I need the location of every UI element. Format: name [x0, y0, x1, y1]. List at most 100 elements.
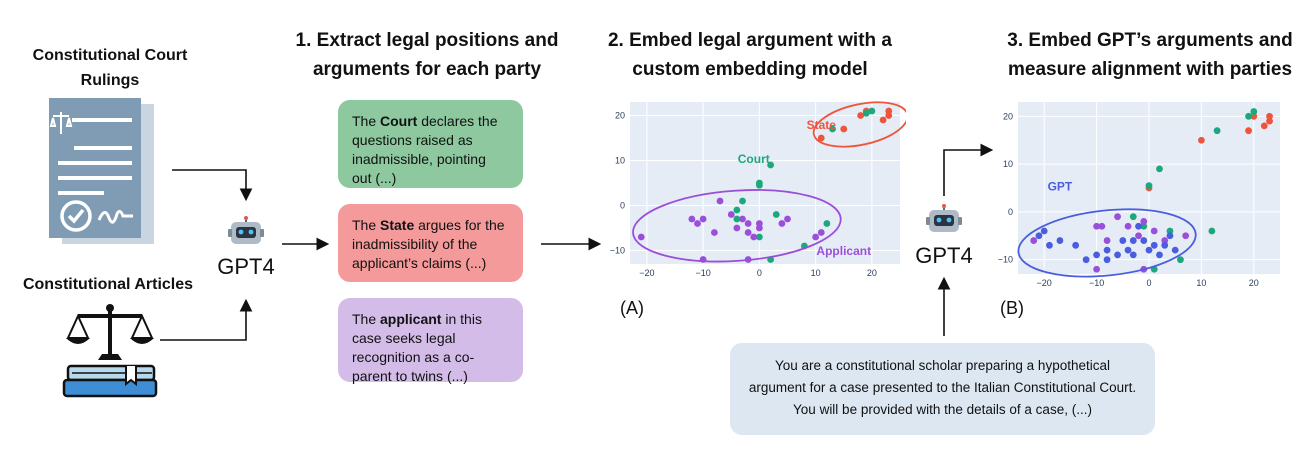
annotation-court: Court	[738, 152, 770, 166]
point-applicant	[739, 215, 746, 223]
point-gpt	[1129, 251, 1137, 259]
x-tick-label: −10	[695, 268, 710, 276]
robot-icon	[926, 204, 962, 232]
step1-heading: 1. Extract legal positions and arguments…	[295, 30, 559, 80]
y-tick-label: 0	[620, 201, 625, 211]
card-party: State	[380, 217, 415, 233]
point-applicant	[744, 220, 752, 227]
point-gpt	[1161, 241, 1169, 249]
point-state	[817, 134, 825, 142]
point-court	[772, 211, 780, 218]
point-gpt	[1103, 256, 1111, 264]
x-tick-label: 10	[811, 268, 821, 276]
point-state	[1266, 117, 1273, 125]
y-tick-label: −10	[610, 246, 625, 256]
point-applicant	[637, 233, 645, 241]
point-gpt	[1093, 251, 1100, 259]
step3-heading: 3. Embed GPT’s arguments and measure ali…	[1007, 30, 1293, 80]
point-applicant	[778, 220, 786, 227]
point-applicant	[1093, 265, 1100, 273]
y-tick-label: 10	[1003, 159, 1013, 169]
point-applicant	[1098, 222, 1106, 230]
point-applicant	[744, 229, 752, 236]
point-gpt	[1140, 237, 1148, 244]
card-prefix: The	[352, 113, 381, 129]
point-gpt	[1056, 237, 1064, 244]
card-text: in this case seeks legal recognition as …	[352, 311, 482, 384]
panel-a-tag: (A)	[620, 298, 644, 318]
card-text: argues for the inadmissibility of the ap…	[352, 217, 505, 271]
point-state	[1250, 112, 1258, 120]
annotation-state: State	[807, 118, 837, 132]
y-tick-label: −10	[998, 255, 1013, 265]
point-applicant	[1124, 222, 1132, 230]
y-tick-label: 0	[1008, 207, 1013, 217]
point-gpt	[1129, 237, 1137, 244]
point-court	[1145, 182, 1153, 190]
point-court	[1140, 222, 1148, 230]
point-gpt	[1150, 241, 1158, 249]
gpt4-label-left: GPT4	[217, 254, 275, 279]
point-court	[1245, 112, 1252, 120]
point-court	[1129, 213, 1137, 221]
point-gpt	[1171, 246, 1179, 254]
y-tick-label: 20	[615, 111, 625, 121]
point-court	[1213, 127, 1221, 135]
point-applicant	[710, 229, 718, 236]
point-court	[829, 125, 836, 133]
point-applicant	[755, 220, 763, 227]
state-position-card: The State argues for the inadmissibility…	[338, 204, 523, 282]
point-applicant	[1161, 237, 1169, 244]
point-gpt	[1145, 246, 1153, 254]
point-court	[1208, 227, 1216, 235]
x-tick-label: 20	[1249, 278, 1259, 288]
point-court	[1250, 108, 1258, 115]
point-court	[1166, 227, 1174, 235]
state-cluster-ellipse	[812, 101, 906, 148]
point-state	[879, 116, 887, 124]
card-prefix: The	[352, 311, 381, 327]
point-applicant	[1135, 232, 1142, 240]
point-applicant	[817, 229, 825, 236]
point-court	[862, 109, 870, 117]
point-gpt	[1135, 222, 1142, 230]
point-applicant	[727, 211, 735, 218]
card-party: Court	[380, 113, 418, 129]
point-applicant	[1030, 237, 1038, 244]
annotation-applicant: Applicant	[816, 244, 871, 258]
point-state	[857, 112, 865, 119]
y-tick-label: 10	[615, 156, 625, 166]
point-gpt	[1103, 246, 1111, 254]
x-tick-label: −10	[1089, 278, 1104, 288]
point-court	[733, 206, 741, 214]
point-gpt	[1035, 232, 1043, 240]
point-gpt	[1166, 232, 1174, 240]
point-gpt	[1156, 251, 1163, 259]
point-court	[733, 215, 741, 223]
applicant-cluster-ellipse	[632, 189, 842, 263]
point-gpt	[1119, 237, 1127, 244]
point-applicant	[1182, 232, 1190, 240]
point-court	[755, 181, 763, 189]
point-applicant	[716, 197, 724, 205]
point-state	[1260, 122, 1268, 130]
x-tick-label: −20	[1037, 278, 1052, 288]
point-applicant	[688, 215, 696, 223]
point-state	[1266, 112, 1273, 120]
point-court	[868, 107, 876, 115]
plot-area	[630, 102, 900, 264]
x-tick-label: 10	[1196, 278, 1206, 288]
point-gpt	[1072, 241, 1080, 249]
point-applicant	[1103, 237, 1111, 244]
court-position-card: The Court declares the questions raised …	[338, 100, 523, 188]
point-applicant	[1140, 218, 1148, 225]
point-state	[840, 125, 848, 133]
x-tick-label: −20	[639, 268, 654, 276]
point-state	[1245, 127, 1252, 135]
point-state	[1198, 136, 1205, 144]
gpt-cluster-ellipse	[1017, 208, 1197, 278]
point-applicant	[750, 233, 758, 241]
card-prefix: The	[352, 217, 381, 233]
